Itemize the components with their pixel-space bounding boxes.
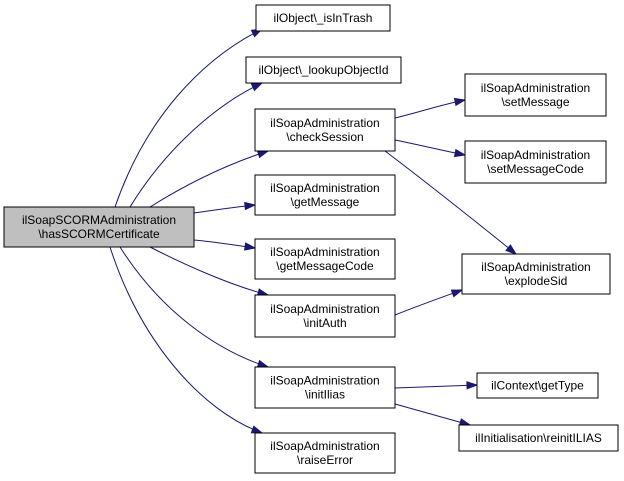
edge-line xyxy=(119,246,269,368)
edge-checkSession-to-setMessage xyxy=(394,97,467,119)
node-label: ilSoapAdministration xyxy=(481,260,590,274)
node-label: \getMessage xyxy=(291,195,360,209)
node-box xyxy=(255,4,391,32)
edge-line xyxy=(149,150,269,208)
edge-root-to-getMessageCode xyxy=(193,239,257,251)
edge-root-to-getMessage xyxy=(193,201,257,214)
edge-root-to-raiseError xyxy=(109,246,264,434)
edge-root-to-initAuth xyxy=(149,246,270,297)
edge-line xyxy=(109,246,263,434)
node-box xyxy=(254,108,396,152)
arrow-head-icon xyxy=(243,242,257,251)
arrow-head-icon xyxy=(250,82,264,92)
arrow-head-icon xyxy=(450,289,464,298)
node-getMessageCode[interactable]: ilSoapAdministration\getMessageCode xyxy=(254,238,396,280)
node-reinitILIAS[interactable]: ilInitialisation\reinitILIAS xyxy=(458,424,619,452)
edge-line xyxy=(149,246,269,296)
arrow-head-icon xyxy=(244,201,257,211)
node-label: \initAuth xyxy=(303,316,346,330)
edge-root-to-checkSession xyxy=(149,150,270,208)
node-box xyxy=(476,372,599,399)
nodes: ilSoapSCORMAdministration\hasSCORMCertif… xyxy=(3,4,619,474)
node-label: ilSoapAdministration xyxy=(270,439,379,453)
edge-checkSession-to-explodeSid xyxy=(384,150,518,255)
edge-initIlias-to-getType xyxy=(394,381,479,390)
edge-root-to-isInTrash xyxy=(114,28,264,208)
node-label: ilContext\getType xyxy=(491,379,584,393)
node-getType[interactable]: ilContext\getType xyxy=(476,372,599,399)
arrow-head-icon xyxy=(453,148,467,158)
node-box xyxy=(458,424,619,452)
node-label: \checkSession xyxy=(286,130,363,144)
node-label: \initIlias xyxy=(305,388,345,402)
edge-line xyxy=(384,150,517,255)
arrow-head-icon xyxy=(256,359,270,368)
node-isInTrash[interactable]: ilObject\_isInTrash xyxy=(255,4,391,32)
node-explodeSid[interactable]: ilSoapAdministration\explodeSid xyxy=(461,253,611,295)
edge-line xyxy=(114,28,263,208)
node-setMessage[interactable]: ilSoapAdministration\setMessage xyxy=(464,73,607,117)
node-label: ilSoapAdministration xyxy=(270,245,379,259)
arrow-head-icon xyxy=(250,425,264,434)
node-box xyxy=(3,206,195,248)
node-setMessageCode[interactable]: ilSoapAdministration\setMessageCode xyxy=(464,140,607,184)
arrow-head-icon xyxy=(466,381,479,390)
node-label: ilSoapAdministration xyxy=(270,302,379,316)
edge-initAuth-to-explodeSid xyxy=(394,289,464,316)
node-label: \setMessageCode xyxy=(487,162,584,176)
edge-initIlias-to-reinitILIAS xyxy=(394,403,472,427)
node-initAuth[interactable]: ilSoapAdministration\initAuth xyxy=(254,294,396,338)
edge-line xyxy=(394,403,471,426)
node-initIlias[interactable]: ilSoapAdministration\initIlias xyxy=(254,366,396,409)
node-label: \getMessageCode xyxy=(276,259,374,273)
node-getMessage[interactable]: ilSoapAdministration\getMessage xyxy=(254,174,396,216)
node-label: \hasSCORMCertificate xyxy=(38,227,160,241)
node-label: ilSoapAdministration xyxy=(481,81,590,95)
arrow-head-icon xyxy=(505,244,518,255)
node-raiseError[interactable]: ilSoapAdministration\raiseError xyxy=(254,432,396,474)
arrow-head-icon xyxy=(453,97,467,107)
node-box xyxy=(245,56,402,84)
node-lookupObjectId[interactable]: ilObject\_lookupObjectId xyxy=(245,56,402,84)
node-label: ilSoapSCORMAdministration xyxy=(22,213,176,227)
node-label: ilSoapAdministration xyxy=(270,116,379,130)
node-box xyxy=(254,294,396,338)
edge-line xyxy=(394,139,466,156)
node-label: ilInitialisation\reinitILIAS xyxy=(475,431,602,445)
edge-checkSession-to-setMessageCode xyxy=(394,139,467,158)
node-label: ilSoapAdministration xyxy=(481,148,590,162)
edge-line xyxy=(129,82,263,208)
node-box xyxy=(464,73,607,117)
node-box xyxy=(464,140,607,184)
node-label: ilObject\_isInTrash xyxy=(274,11,373,25)
edges xyxy=(109,28,518,434)
node-box xyxy=(254,174,396,216)
node-box xyxy=(461,253,611,295)
edge-line xyxy=(394,384,478,389)
node-label: ilSoapAdministration xyxy=(270,374,379,388)
node-box xyxy=(254,238,396,280)
node-label: \setMessage xyxy=(501,95,569,109)
edge-line xyxy=(394,289,463,316)
node-box xyxy=(254,366,396,409)
node-label: \explodeSid xyxy=(505,274,568,288)
node-box xyxy=(254,432,396,474)
node-checkSession[interactable]: ilSoapAdministration\checkSession xyxy=(254,108,396,152)
arrow-head-icon xyxy=(256,150,270,159)
edge-root-to-initIlias xyxy=(119,246,270,368)
node-root[interactable]: ilSoapSCORMAdministration\hasSCORMCertif… xyxy=(3,206,195,248)
edge-root-to-lookupObjectId xyxy=(129,82,264,208)
node-label: ilSoapAdministration xyxy=(270,181,379,195)
edge-line xyxy=(394,99,466,119)
node-label: ilObject\_lookupObjectId xyxy=(258,63,388,77)
node-label: \raiseError xyxy=(297,453,353,467)
